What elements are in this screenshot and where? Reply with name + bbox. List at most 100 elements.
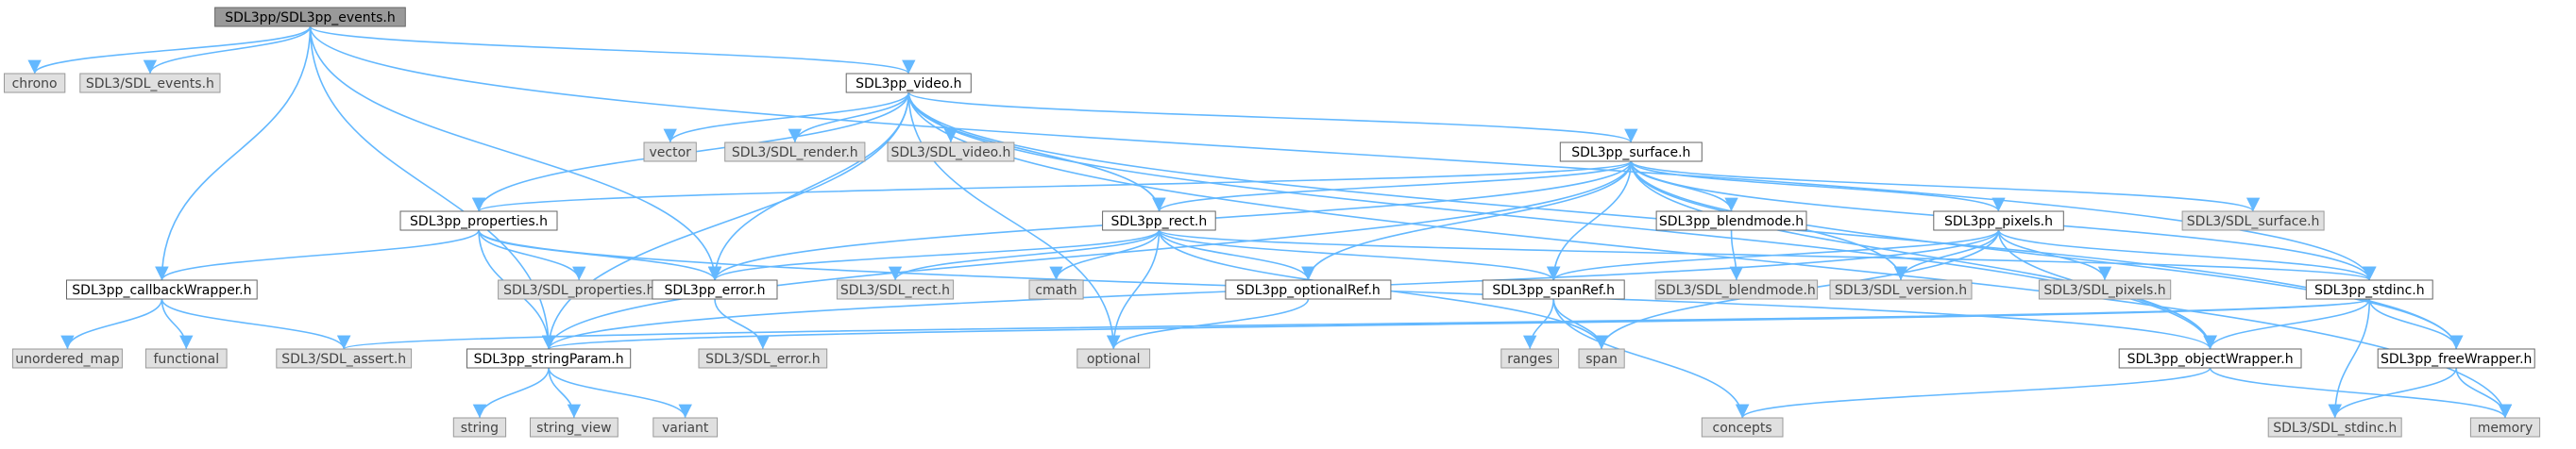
edge-surface-to-optionalref bbox=[1301, 160, 1633, 281]
node-concepts-box bbox=[1701, 417, 1784, 438]
node-sdl_stdinc-label: SDL3/SDL_stdinc.h bbox=[2273, 421, 2397, 436]
node-events[interactable]: SDL3pp/SDL3pp_events.h bbox=[214, 7, 406, 27]
edge-spanref-to-ranges bbox=[1523, 298, 1554, 350]
node-surface-label: SDL3pp_surface.h bbox=[1571, 145, 1690, 160]
edge-rect-to-error bbox=[708, 229, 1161, 281]
edge-spanref-to-span bbox=[1552, 298, 1609, 350]
node-spanref[interactable]: SDL3pp_spanRef.h bbox=[1482, 279, 1625, 300]
node-callback-box bbox=[66, 279, 258, 300]
node-blendmode-label: SDL3pp_blendmode.h bbox=[1659, 214, 1804, 229]
edge-pixels-to-spanref bbox=[1547, 229, 2000, 281]
node-sdl_assert: SDL3/SDL_assert.h bbox=[276, 348, 413, 369]
node-callback[interactable]: SDL3pp_callbackWrapper.h bbox=[66, 279, 258, 300]
edge-surface-to-freewrapper bbox=[1630, 160, 2464, 350]
edge-surface-to-sdl_surface bbox=[1630, 160, 2260, 212]
node-properties[interactable]: SDL3pp_properties.h bbox=[399, 210, 558, 231]
edge-video-to-vector bbox=[663, 91, 910, 143]
node-span: span bbox=[1578, 348, 1625, 369]
edge-properties-to-callback bbox=[155, 229, 480, 281]
node-functional-box bbox=[144, 348, 228, 369]
edge-video-to-error bbox=[707, 91, 910, 281]
node-video-label: SDL3pp_video.h bbox=[856, 76, 961, 91]
edge-objectwrapper-to-memory bbox=[2209, 367, 2513, 419]
node-sdl_version-label: SDL3/SDL_version.h bbox=[1835, 283, 1967, 298]
node-sdl_properties-label: SDL3/SDL_properties.h bbox=[503, 283, 654, 298]
node-freewrapper[interactable]: SDL3pp_freeWrapper.h bbox=[2377, 348, 2535, 369]
node-ranges-box bbox=[1500, 348, 1560, 369]
edge-freewrapper-to-memory bbox=[2455, 367, 2513, 419]
node-sdl_assert-box bbox=[276, 348, 413, 369]
node-sdl_error: SDL3/SDL_error.h bbox=[698, 348, 828, 369]
edge-pixels-to-sdl_pixels bbox=[1997, 229, 2112, 281]
edge-rect-to-optional bbox=[1107, 229, 1161, 350]
node-spanref-box bbox=[1482, 279, 1625, 300]
edge-video-to-sdl_render bbox=[788, 91, 910, 143]
node-objectwrapper-label: SDL3pp_objectWrapper.h bbox=[2127, 352, 2294, 367]
node-concepts: concepts bbox=[1701, 417, 1784, 438]
edge-events-to-stdinc bbox=[309, 25, 2377, 281]
node-rect[interactable]: SDL3pp_rect.h bbox=[1102, 210, 1216, 231]
node-sdl_blendmode-label: SDL3/SDL_blendmode.h bbox=[1657, 283, 1816, 298]
node-sdl_rect: SDL3/SDL_rect.h bbox=[836, 279, 955, 300]
node-video[interactable]: SDL3pp_video.h bbox=[845, 73, 972, 93]
node-events-label: SDL3pp/SDL3pp_events.h bbox=[225, 10, 396, 25]
node-string: string bbox=[452, 417, 507, 438]
node-blendmode[interactable]: SDL3pp_blendmode.h bbox=[1655, 210, 1807, 231]
node-vector-box bbox=[643, 141, 697, 162]
node-optionalref[interactable]: SDL3pp_optionalRef.h bbox=[1225, 279, 1392, 300]
edge-stdinc-to-stringparam bbox=[542, 298, 2371, 350]
node-functional: functional bbox=[144, 348, 228, 369]
node-surface-box bbox=[1559, 141, 1703, 162]
edge-surface-to-properties bbox=[472, 160, 1633, 212]
node-span-box bbox=[1578, 348, 1625, 369]
edge-surface-to-stringparam bbox=[542, 160, 1633, 350]
node-rect-label: SDL3pp_rect.h bbox=[1111, 214, 1208, 229]
edge-rect-to-sdl_rect bbox=[888, 229, 1161, 281]
edge-surface-to-rect bbox=[1152, 160, 1633, 212]
node-sdl_events-box bbox=[79, 73, 221, 93]
node-pixels-box bbox=[1933, 210, 2064, 231]
node-ranges: ranges bbox=[1500, 348, 1560, 369]
node-sdl_error-box bbox=[698, 348, 828, 369]
node-pixels[interactable]: SDL3pp_pixels.h bbox=[1933, 210, 2064, 231]
node-sdl_version-box bbox=[1829, 279, 1973, 300]
node-sdl_render-box bbox=[724, 141, 866, 162]
node-properties-label: SDL3pp_properties.h bbox=[410, 214, 548, 229]
node-variant: variant bbox=[652, 417, 719, 438]
edge-optionalref-to-optional bbox=[1107, 298, 1310, 350]
node-chrono: chrono bbox=[4, 73, 66, 93]
node-stdinc[interactable]: SDL3pp_stdinc.h bbox=[2305, 279, 2433, 300]
node-ranges-label: ranges bbox=[1507, 352, 1552, 367]
node-sdl_pixels-label: SDL3/SDL_pixels.h bbox=[2043, 283, 2165, 298]
edge-surface-to-spanref bbox=[1547, 160, 1633, 281]
edge-events-to-sdl_events bbox=[143, 25, 312, 75]
node-vector-label: vector bbox=[649, 145, 691, 160]
edge-surface-to-pixels bbox=[1630, 160, 2006, 212]
node-error-label: SDL3pp_error.h bbox=[664, 283, 765, 298]
node-sdl_video-label: SDL3/SDL_video.h bbox=[890, 145, 1010, 160]
node-blendmode-box bbox=[1655, 210, 1807, 231]
node-string_view-box bbox=[530, 417, 619, 438]
node-string-box bbox=[452, 417, 507, 438]
node-stdinc-box bbox=[2305, 279, 2433, 300]
node-optional: optional bbox=[1076, 348, 1151, 369]
node-error[interactable]: SDL3pp_error.h bbox=[652, 279, 778, 300]
node-sdl_video: SDL3/SDL_video.h bbox=[887, 141, 1015, 162]
node-variant-label: variant bbox=[662, 421, 709, 436]
node-objectwrapper[interactable]: SDL3pp_objectWrapper.h bbox=[2118, 348, 2302, 369]
edge-freewrapper-to-sdl_stdinc bbox=[2328, 367, 2458, 419]
node-stringparam[interactable]: SDL3pp_stringParam.h bbox=[466, 348, 632, 369]
node-unordered_map: unordered_map bbox=[11, 348, 123, 369]
edge-stdinc-to-objectwrapper bbox=[2203, 298, 2371, 350]
node-memory: memory bbox=[2469, 417, 2541, 438]
edge-rect-to-optionalref bbox=[1158, 229, 1315, 281]
node-sdl_events-label: SDL3/SDL_events.h bbox=[86, 76, 214, 91]
node-chrono-label: chrono bbox=[12, 76, 58, 91]
edge-video-to-stringparam bbox=[541, 91, 910, 350]
edge-pixels-to-stdinc bbox=[1997, 229, 2377, 281]
node-events-box bbox=[214, 7, 406, 27]
node-surface[interactable]: SDL3pp_surface.h bbox=[1559, 141, 1703, 162]
node-string-label: string bbox=[461, 421, 499, 436]
node-objectwrapper-box bbox=[2118, 348, 2302, 369]
